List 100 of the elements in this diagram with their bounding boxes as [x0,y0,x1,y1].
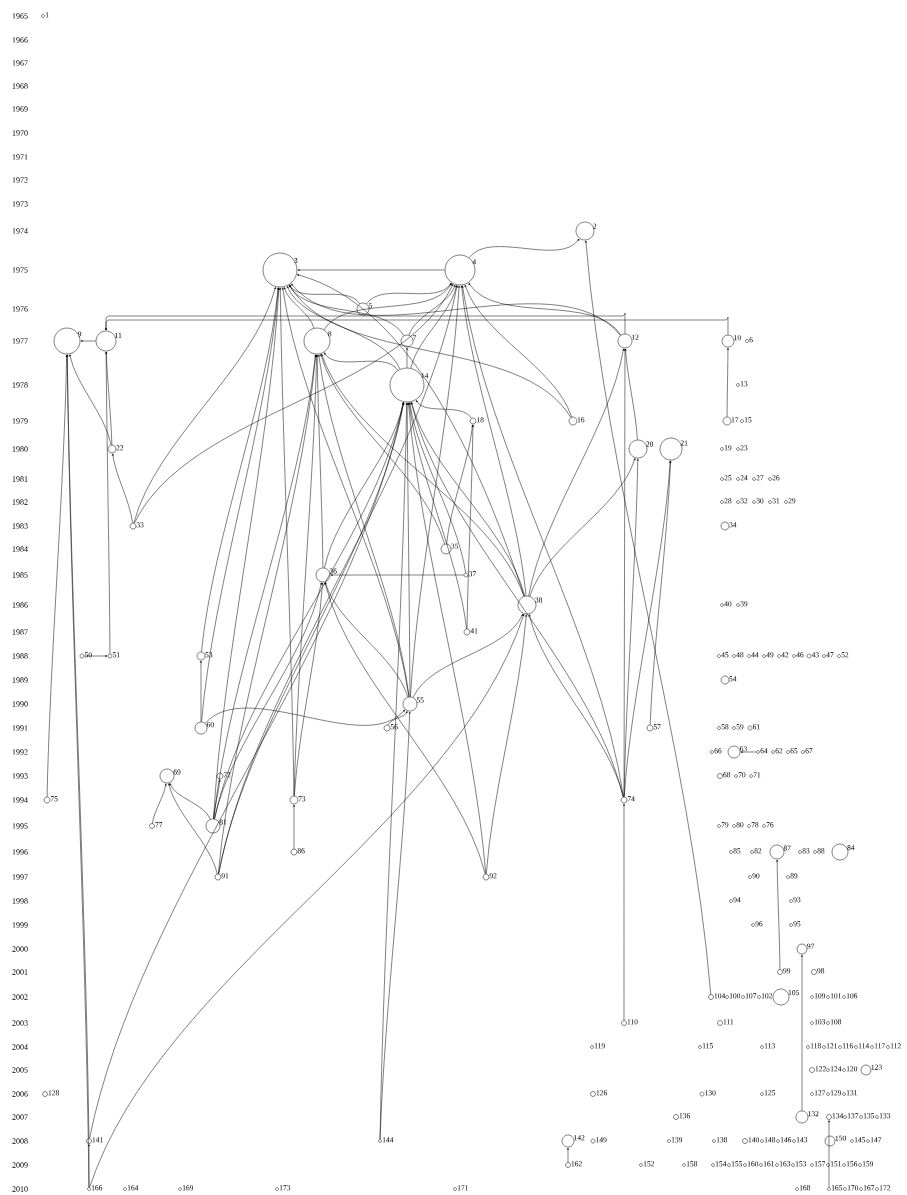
citation-arrow [464,284,572,418]
citation-arrow [293,354,318,796]
year-label: 1965 [12,13,28,19]
citation-arrow [288,285,405,336]
year-label: 2003 [12,1020,28,1026]
year-label: 1992 [12,749,28,755]
citation-arrow [623,803,625,1021]
citation-arrow [84,655,108,657]
citation-arrow [740,751,757,753]
citation-arrow [415,400,472,419]
citation-arrow [134,284,454,524]
citation-arrow [649,460,672,725]
year-label: 2002 [12,994,28,1000]
citation-arrow [623,460,671,797]
year-label: 2000 [12,946,28,952]
citation-arrow [80,340,96,342]
year-label: 1971 [12,154,28,160]
citation-arrow [330,574,464,576]
year-label: 1967 [12,60,28,66]
year-label: 1983 [12,523,28,529]
year-label: 1996 [12,849,28,855]
year-label: 1975 [12,267,28,273]
citation-arrow [289,284,360,304]
citation-arrow [204,707,405,726]
citation-arrow [287,286,401,370]
citation-arrow [412,613,524,698]
year-label: 2009 [12,1162,28,1168]
citation-arrow [468,283,622,336]
citation-arrow [411,402,525,597]
year-label: 1980 [12,446,28,452]
citation-arrow [218,285,458,875]
citation-arrow [316,354,324,568]
citation-arrow [726,347,729,417]
citation-arrow [529,458,636,597]
citation-arrow [214,582,322,820]
citation-arrow [468,238,580,258]
citation-arrow [379,402,408,1140]
citation-arrow [624,348,638,441]
year-label: 1973 [12,201,28,207]
year-label: 1984 [12,546,28,552]
year-label: 1997 [12,874,28,880]
year-label: 2006 [12,1091,28,1097]
year-label: 1976 [12,306,28,312]
citation-arrow [133,287,276,524]
year-label: 1969 [12,106,28,112]
citation-arrow [828,1120,830,1188]
citation-arrow [294,582,324,796]
citation-arrow [410,402,624,798]
citation-arrow [407,402,486,874]
citation-arrow [46,354,68,797]
citation-arrow [366,282,452,305]
citation-arrow [410,285,458,369]
year-label: 1974 [12,228,28,234]
citation-arrow [323,283,452,330]
year-label: 1978 [12,382,28,388]
year-label: 2008 [12,1138,28,1144]
citation-arrow [801,954,803,1111]
year-label: 1986 [12,602,28,608]
citation-arrow [105,351,111,654]
citation-arrow [776,859,781,970]
citation-arrow [105,316,729,335]
citation-arrow [297,269,445,271]
citation-arrow [324,582,409,698]
year-label: 1991 [12,725,28,731]
citation-arrow [200,660,202,722]
citation-arrow [318,354,410,698]
citation-arrow [321,353,525,597]
year-label: 1981 [12,476,28,482]
citation-arrow [89,614,525,1188]
citation-arrow [289,285,572,418]
citation-arrow [168,783,218,875]
citation-arrow [293,804,295,849]
year-label: 2010 [12,1186,28,1192]
year-label: 1970 [12,130,28,136]
citation-arrow [528,348,625,597]
citation-arrow [585,240,711,995]
citation-arrow [112,453,133,524]
citation-arrow [461,285,624,798]
citation-arrow [105,351,113,445]
year-label: 1972 [12,177,28,183]
year-label: 1989 [12,677,28,683]
year-label: 1987 [12,629,28,635]
year-label: 2004 [12,1044,28,1050]
year-label: 2005 [12,1067,28,1073]
citation-arrow [105,312,626,334]
citation-arrow [152,783,167,824]
year-label: 1985 [12,572,28,578]
citation-arrow [279,287,295,796]
citation-arrow [466,424,474,629]
citation-arrow [69,354,112,446]
year-label: 1977 [12,338,28,344]
citation-arrow [409,402,466,574]
year-label: 1995 [12,823,28,829]
year-label: 1988 [12,653,28,659]
year-label: 2007 [12,1114,28,1120]
year-label: 1994 [12,797,28,803]
citation-arrow [567,1147,569,1163]
year-label: 1979 [12,418,28,424]
citation-arrow [379,711,411,1140]
citation-arrow [486,614,527,874]
